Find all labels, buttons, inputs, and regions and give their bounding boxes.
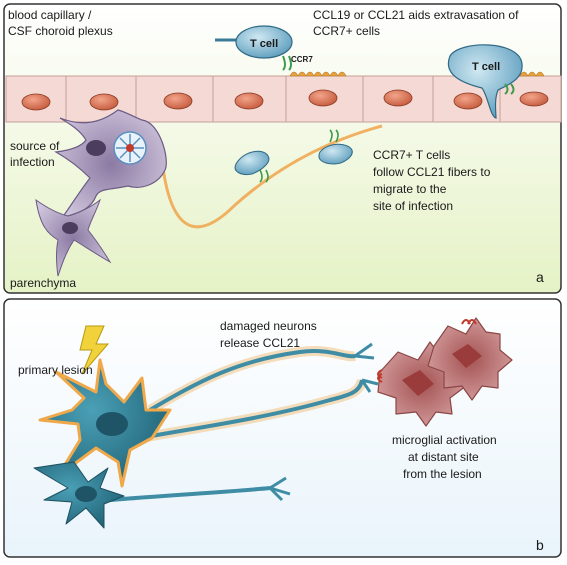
- endothelial-nucleus: [163, 92, 193, 110]
- svg-text:CCR7: CCR7: [291, 55, 313, 64]
- axon-terminal: [268, 342, 379, 502]
- microglial-line2: at distant site: [408, 450, 479, 464]
- endothelial-nucleus: [21, 93, 51, 111]
- source-of-infection-line2: infection: [10, 155, 55, 169]
- damaged-neuron: [38, 358, 172, 488]
- panel-a-letter: a: [536, 269, 544, 285]
- astrocyte: [35, 198, 112, 277]
- top-note-line2: CCR7+ cells: [313, 24, 380, 38]
- panel-b: primary lesion damaged neurons release C…: [3, 298, 562, 558]
- primary-lesion-label: primary lesion: [18, 363, 93, 377]
- damaged-neurons-line1: damaged neurons: [220, 319, 317, 333]
- migrating-t-cell: [318, 129, 353, 165]
- t-cell-extravasating: T cell: [447, 44, 523, 119]
- panel-a: T cell CCR7 T cell: [3, 3, 562, 294]
- endothelial-nucleus: [308, 89, 338, 107]
- damaged-neurons-line2: release CCL21: [220, 336, 300, 350]
- svg-text:T cell: T cell: [250, 38, 278, 50]
- virus-icon: [113, 131, 147, 165]
- parenchyma-label: parenchyma: [10, 276, 76, 290]
- endothelial-nucleus: [453, 92, 483, 110]
- microglia: [427, 317, 513, 401]
- capillary-title-line1: blood capillary /: [8, 8, 92, 22]
- migrate-line1: CCR7+ T cells: [373, 148, 450, 162]
- endothelial-nucleus: [383, 89, 413, 107]
- top-note-line1: CCL19 or CCL21 aids extravasation of: [313, 8, 519, 22]
- neuron: [33, 461, 125, 529]
- t-cell: T cell CCR7: [215, 25, 313, 71]
- capillary-title-line2: CSF choroid plexus: [8, 24, 113, 38]
- migrate-line4: site of infection: [373, 199, 453, 213]
- endothelial-nucleus: [89, 93, 119, 111]
- lightning-icon: [79, 325, 110, 375]
- migrating-t-cell: [234, 150, 270, 183]
- endothelial-nucleus: [234, 92, 264, 110]
- migrate-line3: migrate to the: [373, 182, 447, 196]
- neuron-axon: [109, 346, 367, 502]
- endothelial-nucleus: [519, 91, 549, 107]
- migrate-line2: follow CCL21 fibers to: [373, 165, 491, 179]
- panel-b-letter: b: [536, 537, 544, 553]
- source-of-infection-line1: source of: [10, 139, 60, 153]
- ccr7-receptor: [377, 319, 477, 383]
- microglial-line1: microglial activation: [392, 433, 497, 447]
- microglial-line3: from the lesion: [403, 467, 482, 481]
- svg-text:T cell: T cell: [472, 61, 500, 73]
